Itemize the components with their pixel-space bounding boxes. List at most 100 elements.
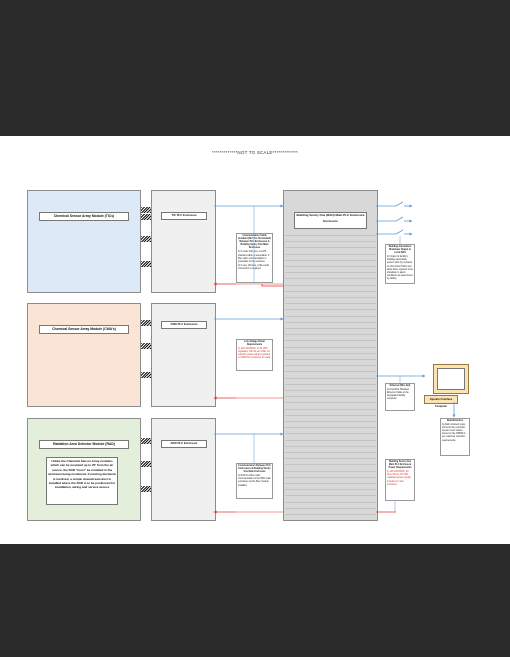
diagram-sheet: *************NOT TO SCALE************* C… <box>0 136 510 544</box>
connector-hatch <box>141 486 151 492</box>
connector-hatch <box>141 438 151 444</box>
enclosure-stripe <box>285 507 376 509</box>
enclosure-stripe <box>285 427 376 428</box>
enclosure-stripe <box>285 235 376 236</box>
module-radiation-label: Radiation Area Detector Module (RAD) <box>39 440 129 449</box>
tic-plc-enclosure: TIC PLC Enclosure <box>151 190 216 293</box>
enclosure-stripe <box>285 501 376 503</box>
callout-ethernet-line: 1) Dual Port Shielded Ethernet Cable to … <box>387 389 409 401</box>
enclosure-stripe <box>285 402 376 403</box>
enclosure-stripe <box>285 328 376 329</box>
callout-comm-rad-line: 1) RAD is a fiber optic communication to… <box>238 475 271 487</box>
connector-hatch <box>141 207 151 213</box>
callout-cwa-power-title: Low-Voltage Power Requirements <box>243 341 265 347</box>
power-line-tic <box>261 284 283 287</box>
bso-main-enclosure-label: Building Sentry One (BSO) Main PLC Enclo… <box>294 212 367 229</box>
callout-comm-tic: Communication Cable Installed (Not Pre-T… <box>236 233 273 283</box>
module-radiation: Radiation Area Detector Module (RAD) Unl… <box>27 418 141 521</box>
enclosure-stripe <box>285 272 376 273</box>
enclosure-stripe <box>285 247 376 248</box>
enclosure-stripe <box>285 408 376 410</box>
connector-hatch <box>141 261 151 267</box>
callout-comm-rad: Communication Between PLC Enclosures & B… <box>236 463 273 499</box>
enclosure-stripe <box>285 303 376 304</box>
enclosure-stripe <box>285 495 376 496</box>
not-to-scale-note: *************NOT TO SCALE************* <box>212 150 298 155</box>
connector-hatch <box>141 214 151 220</box>
rad-installation-note: Unlike the Chemical Sensor Array modules… <box>46 457 118 505</box>
tic-plc-enclosure-label: TIC PLC Enclosure <box>161 212 207 220</box>
connector-hatch <box>141 320 151 326</box>
callout-bso-power-title: Building Sentry One Main PLC Enclosure P… <box>388 461 412 470</box>
callout-bso-power-line: 1) 120 VAC/60Hz, 20 Amp Circuit, 24 VDC … <box>387 471 411 486</box>
enclosure-stripe <box>285 290 376 292</box>
callout-bso-power: Building Sentry One Main PLC Enclosure P… <box>385 459 415 501</box>
rad-plc-enclosure: RAD PLC Enclosure <box>151 418 216 521</box>
connector-hatch <box>141 372 151 378</box>
enclosure-stripe <box>285 315 376 317</box>
callout-data-retention-title: Data Retention <box>446 420 464 422</box>
enclosure-stripe <box>285 489 376 490</box>
enclosure-stripe <box>285 390 376 391</box>
enclosure-stripe <box>285 439 376 441</box>
callout-cwa-power: Low-Voltage Power Requirements 1) 120 VA… <box>236 339 273 371</box>
callout-comm-rad-title: Communication Between PLC Enclosures & B… <box>238 465 271 474</box>
enclosure-stripe <box>285 297 376 298</box>
callout-data-retention: Data Retention 1) Alarm & Event Logs sto… <box>440 418 470 456</box>
callout-bas-output-line: 1) Output to facility's building automat… <box>387 256 413 280</box>
enclosure-stripe <box>285 421 376 422</box>
enclosure-stripe <box>285 383 376 385</box>
enclosure-stripe <box>285 476 376 478</box>
rad-plc-enclosure-label: RAD PLC Enclosure <box>161 440 207 448</box>
module-chemical-cwas: Chemical Sensor Array Module (CWA's) <box>27 303 141 407</box>
enclosure-stripe <box>285 359 376 360</box>
callout-cwa-power-line: 1) 120 VAC/60Hz, or 24 VDC regulated, 10… <box>238 348 271 360</box>
enclosure-stripe <box>285 452 376 453</box>
enclosure-stripe <box>285 458 376 459</box>
callout-comm-tic-line: 2) If over 100 feet, a fiber optic conne… <box>238 264 270 270</box>
enclosure-stripe <box>285 241 376 242</box>
enclosure-stripe <box>285 321 376 323</box>
callout-ethernet: Ethernet (Wire Set) 1) Dual Port Shielde… <box>385 383 415 411</box>
callout-comm-tic-title: Communication Cable Installed (Not Pre-T… <box>238 235 271 250</box>
operator-computer-label: Operator Interface Computer <box>424 395 458 408</box>
connector-hatch <box>141 343 151 349</box>
callout-bas-output-title: Building Automation Shutdown Output to L… <box>388 246 412 255</box>
enclosure-stripe <box>285 284 376 286</box>
enclosure-stripe <box>285 346 376 348</box>
module-chemical-tics: Chemical Sensor Array Module (TICs) <box>27 190 141 293</box>
enclosure-stripe <box>285 414 376 416</box>
enclosure-stripe <box>285 396 376 397</box>
enclosure-stripe <box>285 514 376 515</box>
enclosure-stripe <box>285 377 376 379</box>
callout-comm-tic-line: 1) If under 100 feet, a CAT6 shielded ca… <box>238 251 270 263</box>
cwa-plc-enclosure: CWA PLC Enclosure <box>151 303 216 407</box>
operator-computer-screen <box>437 368 465 390</box>
enclosure-stripe <box>285 464 376 465</box>
bas-relay-switch <box>395 216 404 222</box>
enclosure-stripe <box>285 259 376 261</box>
enclosure-stripe <box>285 334 376 335</box>
enclosure-stripe <box>285 470 376 472</box>
bas-relay-switch <box>395 201 404 207</box>
module-chemical-tics-label: Chemical Sensor Array Module (TICs) <box>39 212 129 221</box>
callout-data-retention-line: 1) Alarm & Event Logs stored to the comp… <box>442 424 466 442</box>
callout-bas-output: Building Automation Shutdown Output to L… <box>385 244 415 284</box>
enclosure-stripe <box>285 445 376 447</box>
enclosure-stripe <box>285 309 376 310</box>
enclosure-stripe <box>285 433 376 434</box>
operator-computer-monitor <box>433 364 469 394</box>
connector-hatch <box>141 236 151 242</box>
cwa-plc-enclosure-label: CWA PLC Enclosure <box>161 321 207 329</box>
module-chemical-cwas-label: Chemical Sensor Array Module (CWA's) <box>39 325 129 334</box>
enclosure-stripe <box>285 340 376 341</box>
callout-ethernet-title: Ethernet (Wire Set) <box>389 385 411 387</box>
enclosure-stripe <box>285 371 376 372</box>
enclosure-stripe <box>285 365 376 366</box>
enclosure-stripe <box>285 352 376 354</box>
connection-wires <box>213 201 456 514</box>
bso-main-enclosure: Building Sentry One (BSO) Main PLC Enclo… <box>283 190 378 521</box>
enclosure-stripe <box>285 253 376 255</box>
enclosure-stripe <box>285 483 376 484</box>
enclosure-stripe <box>285 266 376 267</box>
